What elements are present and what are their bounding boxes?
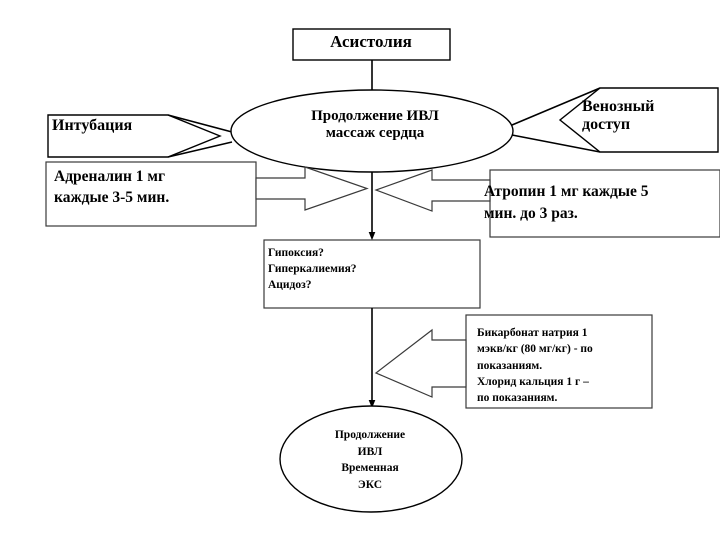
node-main-oval-label: Продолжение ИВЛ массаж сердца (311, 108, 439, 141)
node-hypoxia-label: Гипоксия? Гиперкалиемия? Ацидоз? (268, 247, 357, 291)
node-bicarbonate-shape[interactable] (465, 314, 653, 409)
node-bicarbonate-label: Бикарбонат натрия 1 мэкв/кг (80 мг/кг) -… (477, 327, 593, 405)
node-venous-access-label: Венозный доступ (582, 98, 655, 133)
node-asystolia-label: Асистолия (330, 32, 412, 51)
connector-adrenalin-block-arrow (255, 166, 369, 211)
node-intubation-label: Интубация (52, 117, 133, 134)
node-bottom-oval-label: Продолжение ИВЛ Временная ЭКС (334, 429, 406, 492)
connector-atropin-block-arrow (374, 169, 491, 212)
connector-venous-access-to-oval (511, 87, 601, 153)
node-asystolia-shape[interactable] (292, 28, 451, 61)
node-bottom-oval-shape[interactable] (279, 405, 463, 513)
node-atropin-label: Атропин 1 мг каждые 5 мин. до 3 раз. (484, 183, 649, 222)
node-hypoxia-shape[interactable] (263, 239, 481, 309)
node-adrenalin-label: Адреналин 1 мг каждые 3-5 мин. (54, 168, 170, 206)
connector-bicarbonate-block-arrow (374, 328, 467, 398)
node-venous-access-shape[interactable] (558, 87, 719, 153)
node-atropin-shape[interactable] (489, 169, 720, 238)
connector-intubation-to-oval (167, 114, 233, 158)
node-adrenalin-shape[interactable] (45, 161, 257, 227)
node-intubation-shape[interactable] (47, 114, 222, 158)
